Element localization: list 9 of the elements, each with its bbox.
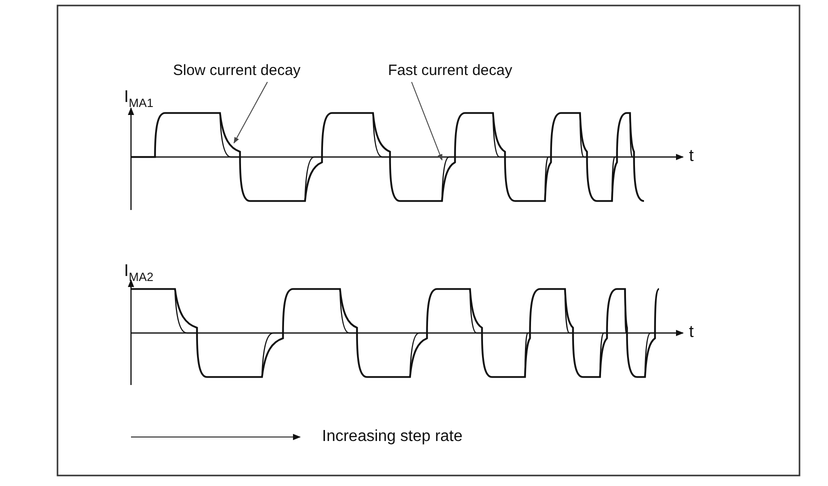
leader-line xyxy=(411,82,442,161)
axis-label: t xyxy=(689,323,694,341)
axis-label: t xyxy=(689,147,694,165)
axis-label: I$_{MA2}$ xyxy=(124,262,154,286)
callout-text: Slow current decay xyxy=(173,62,301,80)
callout-text: Fast current decay xyxy=(388,62,512,80)
direction-label: Increasing step rate xyxy=(322,428,463,446)
axis-label: I$_{MA1}$ xyxy=(124,88,154,112)
leader-line xyxy=(234,82,268,144)
